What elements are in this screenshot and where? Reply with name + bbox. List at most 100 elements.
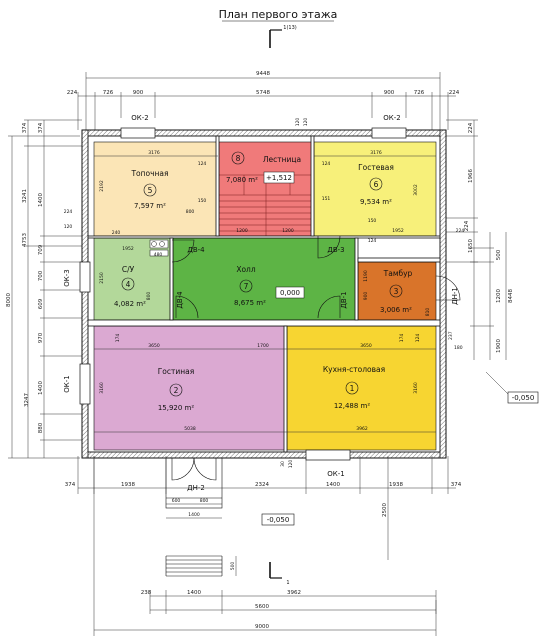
dim-porch-step: 500 [230,562,236,571]
section-label-bottom: 1 [286,580,289,586]
section-marker-bottom: 1 [269,562,290,586]
level-bottom: -0,050 [267,516,290,524]
dim-left-outer-1: 374 [22,122,28,133]
dim-124-d: 124 [415,334,421,343]
dim-174-b: 174 [399,334,405,343]
room-label-gostinaya: Гостиная 2 15,920 m² [158,367,195,412]
room-label-topochnaya: Топочная 5 7,597 m² [130,169,168,210]
dim-bottom-r1-5: 1938 [389,482,403,488]
room-label-kuhnya: Кухня-столовая 1 12,488 m² [323,365,385,410]
window-ok2-right: ОК-2 [383,114,400,122]
room-number: 7 [244,282,249,291]
door-dn1: ДН-1 [451,287,459,305]
dim-bottom-width: 5600 [255,604,269,610]
room-name: Лестница [263,155,301,164]
dim-bottom-r2-3: 3962 [287,590,301,596]
dim-top-seg-6: 726 [414,90,425,96]
room-number: 5 [148,186,153,195]
dim-bottom-r1-3: 2324 [255,482,269,488]
dim-3176-a: 3176 [148,150,160,156]
door-dv4-top: ДВ-4 [187,246,205,254]
dim-1190: 1190 [363,270,369,282]
dim-120-a: 120 [295,118,301,127]
room-number: 4 [126,280,131,289]
window-ok2-left: ОК-2 [131,114,148,122]
window-ok3: ОК-3 [63,269,71,286]
dim-1200-a: 1200 [236,228,248,234]
dim-porch-1: 600 [172,498,181,504]
dim-left-inner-8: 880 [38,422,44,433]
room-name: Тамбур [383,269,413,278]
dim-1952-b: 1952 [122,246,134,252]
room-number: 3 [394,287,399,296]
dim-left-inner-9: 3247 [24,393,30,407]
dim-120-b: 120 [303,118,309,127]
bathroom-fixtures [149,239,169,257]
dim-bottom-r1-4: 1400 [326,482,340,488]
dim-bottom-overall: 9000 [255,624,269,630]
left-dimensions: 8000 374 3241 4753 374 1400 709 700 609 … [6,119,82,459]
dim-bottom-r1-2: 1938 [121,482,135,488]
room-name: Гостевая [358,163,394,172]
right-dimensions: 224 1966 224 1650 500 1200 1900 8448 180… [446,119,514,360]
dim-3650-b: 3650 [360,343,372,349]
room-area: 12,488 m² [334,402,371,410]
dim-224-b: 224 [456,228,465,234]
room-area: 15,920 m² [158,404,195,412]
room-label-gostevaya: Гостевая 6 9,534 m² [358,163,394,206]
dim-2150: 2150 [99,272,105,284]
dim-top-overall: 9448 [256,71,270,77]
dim-left-inner-6: 970 [38,332,44,343]
dim-bottom-r1-1: 374 [65,482,76,488]
dim-1200-b: 1200 [282,228,294,234]
dim-bottom-r2-1: 238 [141,590,152,596]
dim-left-inner-7: 1400 [38,193,44,207]
room-area: 3,006 m² [380,306,412,314]
dim-top-seg-1: 224 [67,90,78,96]
dim-30: 30 [280,461,286,467]
window-ok1-left: ОК-1 [63,375,71,392]
porch [165,457,223,577]
dim-3176-b: 3176 [370,150,382,156]
room-holl [172,237,358,321]
door-dv4-side: ДВ-4 [176,291,184,309]
room-number: 2 [174,386,179,395]
dim-top-seg-2: 726 [103,90,114,96]
dim-150-a: 150 [198,198,207,204]
dim-124-a: 124 [198,161,207,167]
dim-left-inner-2: 1400 [38,381,44,395]
dim-left-inner-1: 374 [38,122,44,133]
dim-left-outer-3: 4753 [22,233,28,247]
section-marker-top [269,29,282,48]
dim-right-4: 1650 [468,239,474,253]
dim-right-2: 1966 [468,169,474,183]
dim-150-b: 150 [368,218,377,224]
level-marker-right: -0,050 [485,371,539,404]
interior-walls [87,135,441,453]
room-number: 8 [236,154,241,163]
room-label-tambur: Тамбур 3 3,006 m² [380,269,413,314]
room-name: Кухня-столовая [323,365,385,374]
dim-porch-3: 1400 [188,512,200,518]
dim-120-c: 120 [64,224,73,230]
dim-3002: 3002 [413,184,419,196]
room-label-lestnica: 8 Лестница 7,080 m² +1,512 [226,151,301,184]
room-gostevaya [313,141,437,237]
room-area: 7,080 m² [226,176,258,184]
dim-left-inner-4: 700 [38,270,44,281]
dim-right-7: 1900 [496,339,502,353]
dim-top-seg-4: 5748 [256,90,270,96]
dim-151: 151 [322,196,331,202]
dim-224-a: 224 [64,209,73,215]
room-label-su: С/У 4 4,082 m² [114,265,146,308]
dim-porch-2: 800 [200,498,209,504]
dim-left-overall: 8000 [6,293,12,307]
section-mark: 1(13) [283,25,296,31]
stair-treads [219,174,313,236]
dim-right-total: 8448 [508,289,514,303]
inner-dimensions: 3176 3176 124 124 2192 3002 150 800 1200… [64,118,465,469]
dim-1952-a: 1952 [392,228,404,234]
room-number: 1 [350,384,355,393]
dim-3160-a: 3160 [99,382,105,394]
dim-800-a: 800 [186,209,195,215]
